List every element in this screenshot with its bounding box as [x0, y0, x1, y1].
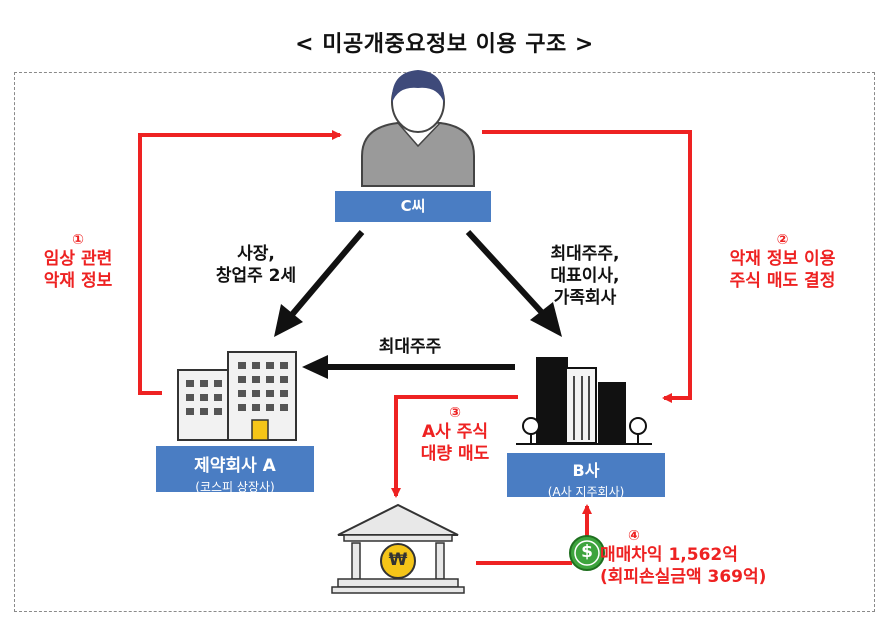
person-box: C씨 [335, 191, 491, 222]
step1-label: ① 임상 관련 악재 정보 [43, 232, 113, 291]
company-a-sub: (코스피 상장사) [195, 480, 275, 494]
dollar-coin-symbol: $ [581, 542, 593, 562]
relation-c-to-b: 최대주주, 대표이사, 가족회사 [550, 244, 620, 308]
company-b-label: B사 [572, 461, 600, 480]
arrow-step1 [138, 130, 342, 395]
company-b-box: B사 (A사 지주회사) [507, 453, 665, 499]
person-icon [361, 70, 475, 187]
arrow-b-to-a [302, 355, 515, 379]
company-a-label: 제약회사 A [194, 456, 276, 476]
arrow-c-to-b [465, 229, 562, 337]
diagram-frame [14, 72, 875, 612]
relation-b-to-a: 최대주주 [378, 337, 442, 357]
relation-c-to-a: 사장, 창업주 2세 [215, 244, 297, 286]
company-b-sub: (A사 지주회사) [547, 485, 625, 499]
arrow-c-to-a [274, 230, 365, 337]
arrow-step2 [482, 130, 692, 403]
step3-label: ③ A사 주식 대량 매도 [420, 405, 490, 464]
step2-label: ② 악재 정보 이용 주식 매도 결정 [729, 232, 836, 291]
person-label: C씨 [400, 197, 426, 215]
company-a-box: 제약회사 A (코스피 상장사) [156, 446, 314, 494]
building-b-icon [516, 357, 652, 445]
step4-label: ④ 매매차익 1,562억 (회피손실금액 369억) [600, 528, 767, 587]
building-a-icon [177, 351, 297, 441]
arrow-step3 [391, 395, 518, 498]
bank-coin-symbol: ₩ [388, 550, 408, 570]
bank-icon [331, 503, 465, 594]
dollar-coin-icon [569, 535, 605, 571]
diagram-title: < 미공개중요정보 이용 구조 > [295, 32, 594, 57]
